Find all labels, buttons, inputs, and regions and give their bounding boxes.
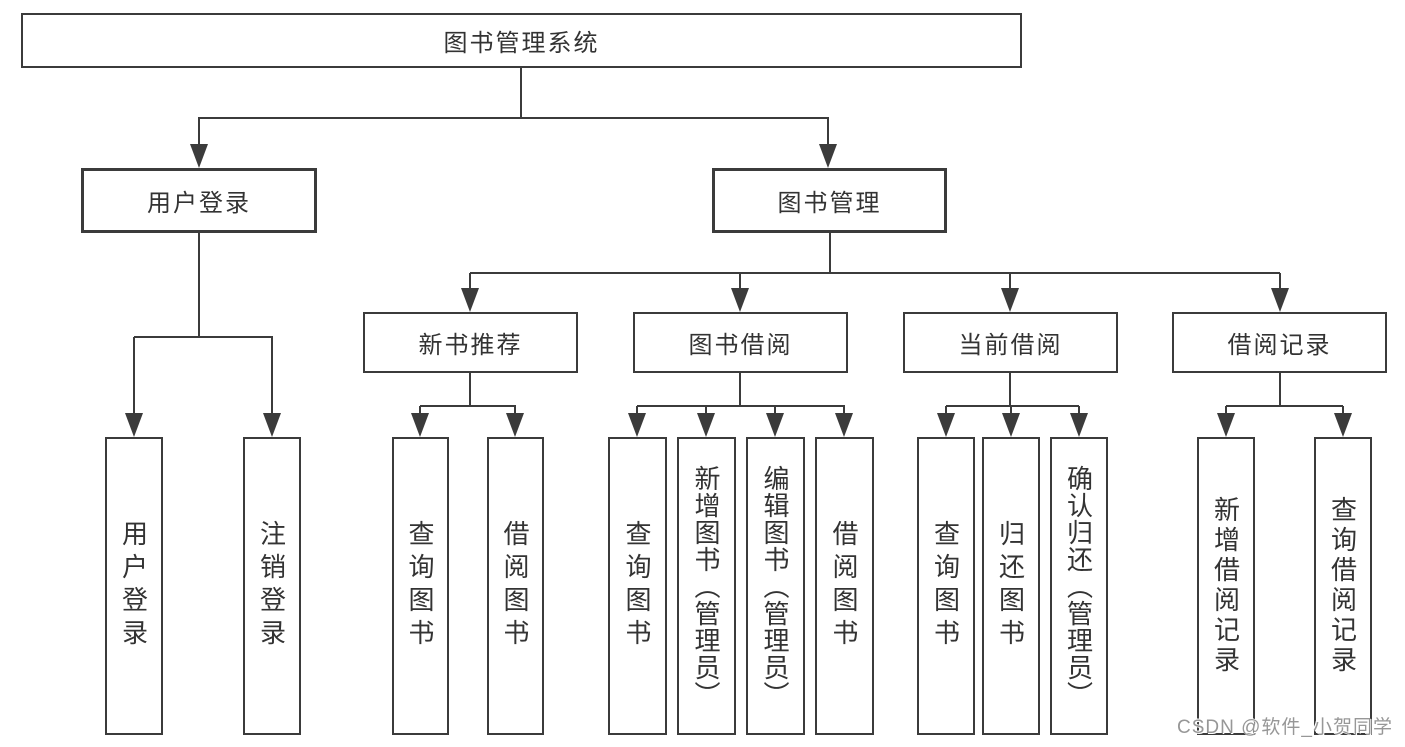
arrowhead-icon (1334, 413, 1352, 437)
node-book-management: 图书管理 (712, 168, 947, 233)
connector-hline (420, 405, 516, 407)
connector-vline (1009, 373, 1011, 406)
connector-vline (514, 406, 516, 417)
arrowhead-icon (1271, 288, 1289, 312)
arrowhead-icon (697, 413, 715, 437)
node-new-book-recommend-label: 新书推荐 (418, 332, 523, 359)
leaf-label: 归还图书 (995, 520, 1026, 652)
arrowhead-icon (835, 413, 853, 437)
connector-hline (637, 405, 845, 407)
connector-vline (945, 406, 947, 417)
leaf-label: 新增借阅记录 (1210, 496, 1241, 676)
connector-vline (133, 337, 135, 417)
leaf-label: 注销登录 (256, 520, 287, 652)
connector-hline (946, 405, 1079, 407)
connector-vline (829, 233, 831, 273)
node-leaf-edit-book-admin: 编辑图书（管理员） (746, 437, 805, 735)
connector-vline (198, 118, 200, 148)
connector-vline (469, 273, 471, 292)
leaf-label: 查询图书 (405, 520, 435, 652)
connector-vline (1279, 273, 1281, 292)
leaf-label: 用户登录 (118, 520, 149, 652)
node-leaf-borrow-books-2: 借阅图书 (815, 437, 874, 735)
connector-vline (1009, 273, 1011, 292)
leaf-label: 新增图书（管理员） (691, 464, 721, 708)
leaf-label: 查询图书 (622, 520, 652, 652)
connector-vline (636, 406, 638, 417)
node-leaf-return-books: 归还图书 (982, 437, 1040, 735)
arrowhead-icon (819, 144, 837, 168)
leaf-label: 查询图书 (930, 520, 961, 652)
node-borrow-records: 借阅记录 (1172, 312, 1387, 373)
node-library-system-label: 图书管理系统 (443, 30, 600, 57)
arrowhead-icon (411, 413, 429, 437)
arrowhead-icon (263, 413, 281, 437)
connector-vline (1279, 373, 1281, 406)
node-current-borrow: 当前借阅 (903, 312, 1118, 373)
node-leaf-add-borrow-record: 新增借阅记录 (1197, 437, 1255, 735)
arrowhead-icon (628, 413, 646, 437)
node-book-borrow: 图书借阅 (633, 312, 848, 373)
arrowhead-icon (937, 413, 955, 437)
leaf-label: 查询借阅记录 (1327, 496, 1358, 676)
connector-vline (469, 373, 471, 406)
node-leaf-query-books-2: 查询图书 (608, 437, 667, 735)
leaf-label: 确认归还（管理员） (1063, 464, 1094, 708)
connector-hline (198, 117, 829, 119)
connector-vline (739, 273, 741, 292)
connector-vline (843, 406, 845, 417)
connector-vline (1342, 406, 1344, 417)
node-library-system: 图书管理系统 (21, 13, 1022, 68)
node-new-book-recommend: 新书推荐 (363, 312, 578, 373)
connector-vline (1010, 406, 1012, 417)
arrowhead-icon (731, 288, 749, 312)
leaf-label: 借阅图书 (500, 520, 530, 652)
connector-vline (1078, 406, 1080, 417)
arrowhead-icon (1070, 413, 1088, 437)
arrowhead-icon (190, 144, 208, 168)
connector-vline (419, 406, 421, 417)
node-user-login: 用户登录 (81, 168, 317, 233)
arrowhead-icon (461, 288, 479, 312)
connector-vline (1225, 406, 1227, 417)
arrowhead-icon (125, 413, 143, 437)
watermark-text: CSDN @软件_小贺同学 (1177, 717, 1393, 738)
node-leaf-query-borrow-record: 查询借阅记录 (1314, 437, 1372, 735)
leaf-label: 编辑图书（管理员） (760, 464, 790, 708)
connector-vline (271, 337, 273, 417)
node-leaf-query-books-1: 查询图书 (392, 437, 449, 735)
arrowhead-icon (766, 413, 784, 437)
arrowhead-icon (1217, 413, 1235, 437)
connector-vline (739, 373, 741, 406)
leaf-label: 借阅图书 (829, 520, 859, 652)
connector-vline (520, 68, 522, 118)
arrowhead-icon (1001, 288, 1019, 312)
connector-vline (198, 233, 200, 337)
node-leaf-add-book-admin: 新增图书（管理员） (677, 437, 736, 735)
node-user-login-label: 用户登录 (147, 190, 251, 217)
node-book-management-label: 图书管理 (777, 190, 882, 217)
arrowhead-icon (1002, 413, 1020, 437)
node-leaf-user-login: 用户登录 (105, 437, 163, 735)
connector-vline (774, 406, 776, 417)
node-leaf-logout: 注销登录 (243, 437, 301, 735)
node-leaf-query-books-3: 查询图书 (917, 437, 975, 735)
connector-hline (1226, 405, 1343, 407)
connector-hline (134, 336, 273, 338)
node-borrow-records-label: 借阅记录 (1227, 332, 1332, 359)
connector-vline (705, 406, 707, 417)
arrowhead-icon (506, 413, 524, 437)
node-current-borrow-label: 当前借阅 (958, 332, 1063, 359)
node-leaf-borrow-books-1: 借阅图书 (487, 437, 544, 735)
connector-vline (827, 118, 829, 148)
connector-hline (470, 272, 1280, 274)
node-book-borrow-label: 图书借阅 (688, 332, 793, 359)
node-leaf-confirm-return-admin: 确认归还（管理员） (1050, 437, 1108, 735)
